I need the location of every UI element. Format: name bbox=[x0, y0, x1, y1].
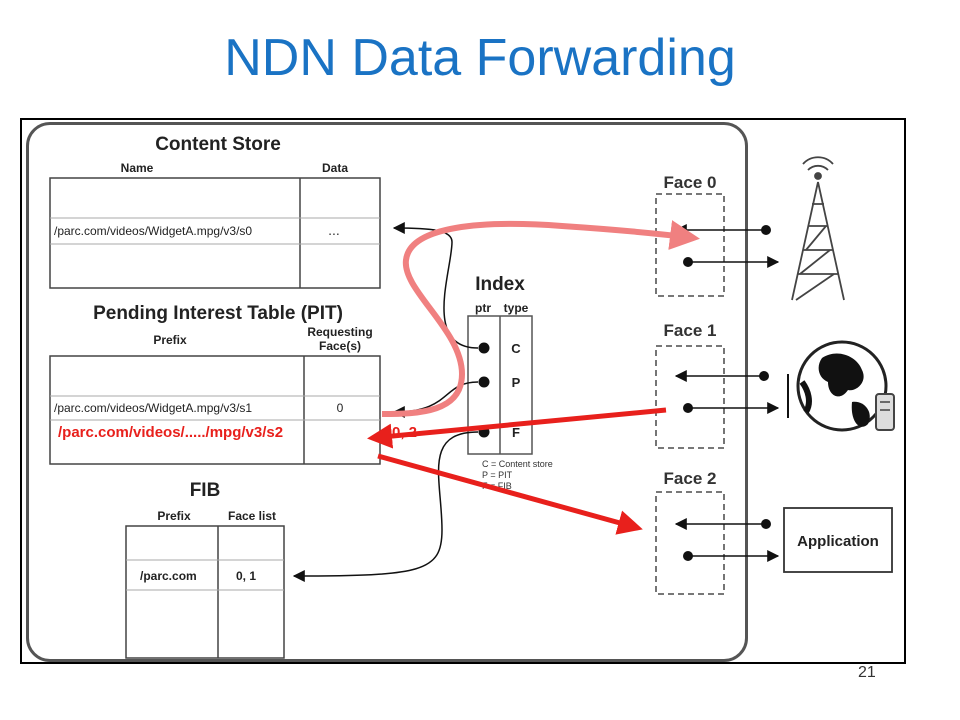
index-type-c: C bbox=[511, 341, 521, 356]
fib-row-faces: 0, 1 bbox=[236, 569, 256, 583]
index-col-ptr: ptr bbox=[475, 301, 491, 315]
data-to-face-2-arrow bbox=[377, 453, 643, 535]
index-type-f: F bbox=[512, 425, 520, 440]
fib-col-faces: Face list bbox=[228, 509, 276, 523]
content-store-col-data: Data bbox=[322, 161, 348, 175]
face-2-label: Face 2 bbox=[664, 469, 717, 488]
face-2-box bbox=[655, 491, 725, 595]
content-store-row-data: ... bbox=[328, 222, 340, 238]
face-0-links bbox=[674, 224, 780, 268]
index-title: Index bbox=[475, 274, 525, 295]
face-1-box bbox=[655, 345, 725, 449]
pit-col-prefix: Prefix bbox=[153, 333, 187, 347]
index-legend-f: F = FIB bbox=[482, 481, 512, 491]
globe-network-icon bbox=[787, 340, 895, 432]
fib-row-prefix: /parc.com bbox=[140, 569, 197, 583]
face-1-label: Face 1 bbox=[664, 321, 717, 340]
data-arrival-arrow bbox=[367, 407, 667, 449]
pit-col-faces-line2: Face(s) bbox=[319, 339, 361, 353]
pit-row-face: 0 bbox=[337, 401, 344, 415]
content-store-table bbox=[49, 177, 381, 289]
index-to-content-store-connector bbox=[392, 222, 479, 349]
data-return-path-arrow bbox=[381, 220, 700, 417]
radio-tower-icon bbox=[791, 156, 845, 301]
index-col-type: type bbox=[504, 301, 529, 315]
pit-table bbox=[49, 355, 381, 465]
content-store-col-name: Name bbox=[121, 161, 154, 175]
content-store-title: Content Store bbox=[155, 134, 281, 155]
fib-title: FIB bbox=[190, 480, 221, 501]
application-label: Application bbox=[797, 533, 879, 550]
face-1-links bbox=[674, 370, 780, 414]
pit-row-prefix: /parc.com/videos/WidgetA.mpg/v3/s1 bbox=[54, 401, 252, 415]
pit-new-entry-prefix: /parc.com/videos/...../mpg/v3/s2 bbox=[58, 424, 283, 441]
page-number: 21 bbox=[858, 664, 876, 681]
face-0-box bbox=[655, 193, 725, 297]
content-store-row-name: /parc.com/videos/WidgetA.mpg/v3/s0 bbox=[54, 224, 252, 238]
index-table bbox=[467, 315, 533, 455]
pit-col-faces-line1: Requesting bbox=[307, 325, 372, 339]
fib-table bbox=[125, 525, 285, 659]
fib-col-prefix: Prefix bbox=[157, 509, 191, 523]
forwarding-diagram: Content Store Name Data /parc.com/videos… bbox=[49, 134, 895, 659]
face-0-label: Face 0 bbox=[664, 173, 717, 192]
application-box bbox=[783, 507, 893, 573]
index-legend-p: P = PIT bbox=[482, 470, 513, 480]
index-to-fib-connector bbox=[292, 431, 479, 582]
pit-title: Pending Interest Table (PIT) bbox=[93, 303, 343, 324]
index-type-p: P bbox=[512, 375, 521, 390]
slide-title: NDN Data Forwarding bbox=[224, 29, 736, 87]
index-legend-c: C = Content store bbox=[482, 459, 553, 469]
face-2-links bbox=[674, 518, 780, 562]
diagram-frame: Content Store Name Data /parc.com/videos… bbox=[20, 118, 906, 664]
